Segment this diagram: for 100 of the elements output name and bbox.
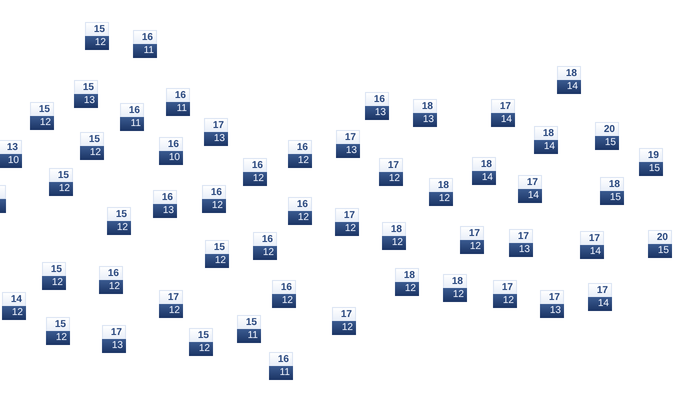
- low-temperature: 12: [99, 280, 123, 294]
- low-temperature: 11: [166, 102, 190, 116]
- low-temperature: 12: [159, 304, 183, 318]
- high-temperature: 16: [272, 280, 296, 294]
- low-temperature: 14: [557, 80, 581, 94]
- high-temperature: 16: [269, 352, 293, 366]
- high-temperature: 15: [42, 262, 66, 276]
- low-temperature: 12: [80, 146, 104, 160]
- low-temperature: 10: [0, 154, 22, 168]
- low-temperature: 15: [639, 162, 663, 176]
- low-temperature: 14: [588, 297, 612, 311]
- high-temperature: 17: [509, 229, 533, 243]
- high-temperature: 18: [429, 178, 453, 192]
- high-temperature: 17: [379, 158, 403, 172]
- low-temperature: 13: [365, 106, 389, 120]
- high-temperature: 19: [639, 148, 663, 162]
- low-temperature: 11: [133, 44, 157, 58]
- low-temperature: 13: [153, 204, 177, 218]
- high-temperature: 14: [2, 292, 26, 306]
- low-temperature: 12: [205, 254, 229, 268]
- low-temperature: 12: [443, 288, 467, 302]
- high-temperature: 16: [99, 266, 123, 280]
- high-temperature: 20: [595, 122, 619, 136]
- high-temperature: 18: [472, 157, 496, 171]
- high-temperature: 16: [153, 190, 177, 204]
- low-temperature: 14: [580, 245, 604, 259]
- high-temperature: 17: [493, 280, 517, 294]
- high-temperature: 17: [335, 208, 359, 222]
- high-temperature: 16: [120, 103, 144, 117]
- low-temperature: 13: [102, 339, 126, 353]
- low-temperature: 12: [288, 211, 312, 225]
- high-temperature: 17: [204, 118, 228, 132]
- high-temperature: 15: [205, 240, 229, 254]
- high-temperature: 16: [253, 232, 277, 246]
- low-temperature: 14: [518, 189, 542, 203]
- high-temperature: 18: [534, 126, 558, 140]
- high-temperature: 17: [332, 307, 356, 321]
- high-temperature: 18: [557, 66, 581, 80]
- low-temperature: 14: [491, 113, 515, 127]
- low-temperature: 12: [429, 192, 453, 206]
- high-temperature: 18: [600, 177, 624, 191]
- high-temperature: 15: [49, 168, 73, 182]
- high-temperature: 15: [30, 102, 54, 116]
- high-temperature: 17: [491, 99, 515, 113]
- high-temperature: 18: [443, 274, 467, 288]
- high-temperature: 16: [288, 197, 312, 211]
- high-temperature: 13: [0, 140, 22, 154]
- low-temperature: 12: [382, 236, 406, 250]
- high-temperature: 17: [518, 175, 542, 189]
- low-temperature: 13: [509, 243, 533, 257]
- high-temperature: 17: [102, 325, 126, 339]
- low-temperature: 12: [493, 294, 517, 308]
- high-temperature: 15: [189, 328, 213, 342]
- high-temperature: 17: [588, 283, 612, 297]
- low-temperature: 13: [413, 113, 437, 127]
- high-temperature: 16: [166, 88, 190, 102]
- low-temperature: 11: [120, 117, 144, 131]
- low-temperature: 11: [237, 329, 261, 343]
- high-temperature: 18: [382, 222, 406, 236]
- high-temperature: 17: [540, 290, 564, 304]
- high-temperature: 16: [365, 92, 389, 106]
- low-temperature: 12: [395, 282, 419, 296]
- low-temperature: 13: [336, 144, 360, 158]
- high-temperature: 15: [74, 80, 98, 94]
- high-temperature: 15: [46, 317, 70, 331]
- high-temperature: 16: [159, 137, 183, 151]
- low-temperature: 13: [74, 94, 98, 108]
- low-temperature: 12: [288, 154, 312, 168]
- low-temperature: 12: [2, 306, 26, 320]
- low-temperature: 13: [540, 304, 564, 318]
- low-temperature: 14: [472, 171, 496, 185]
- high-temperature: 18: [413, 99, 437, 113]
- low-temperature: 10: [159, 151, 183, 165]
- high-temperature: 20: [648, 230, 672, 244]
- low-temperature: 12: [107, 221, 131, 235]
- high-temperature: 17: [460, 226, 484, 240]
- low-temperature: 12: [243, 172, 267, 186]
- low-temperature: 12: [202, 199, 226, 213]
- low-temperature: 12: [189, 342, 213, 356]
- low-temperature: 12: [335, 222, 359, 236]
- low-temperature: 12: [332, 321, 356, 335]
- high-temperature: 15: [237, 315, 261, 329]
- low-temperature: 14: [534, 140, 558, 154]
- high-temperature: 16: [133, 30, 157, 44]
- high-temperature: 17: [336, 130, 360, 144]
- high-temperature: 16: [202, 185, 226, 199]
- low-temperature: 15: [648, 244, 672, 258]
- low-temperature: 12: [42, 276, 66, 290]
- low-temperature: 12: [460, 240, 484, 254]
- low-temperature: 12: [272, 294, 296, 308]
- low-temperature: 13: [204, 132, 228, 146]
- low-temperature: 15: [600, 191, 624, 205]
- low-temperature: 12: [46, 331, 70, 345]
- low-temperature: 11: [269, 366, 293, 380]
- high-temperature: 15: [80, 132, 104, 146]
- low-temperature: 15: [595, 136, 619, 150]
- high-temperature: 16: [288, 140, 312, 154]
- high-temperature: 18: [395, 268, 419, 282]
- low-temperature: 12: [85, 36, 109, 50]
- high-temperature: 17: [159, 290, 183, 304]
